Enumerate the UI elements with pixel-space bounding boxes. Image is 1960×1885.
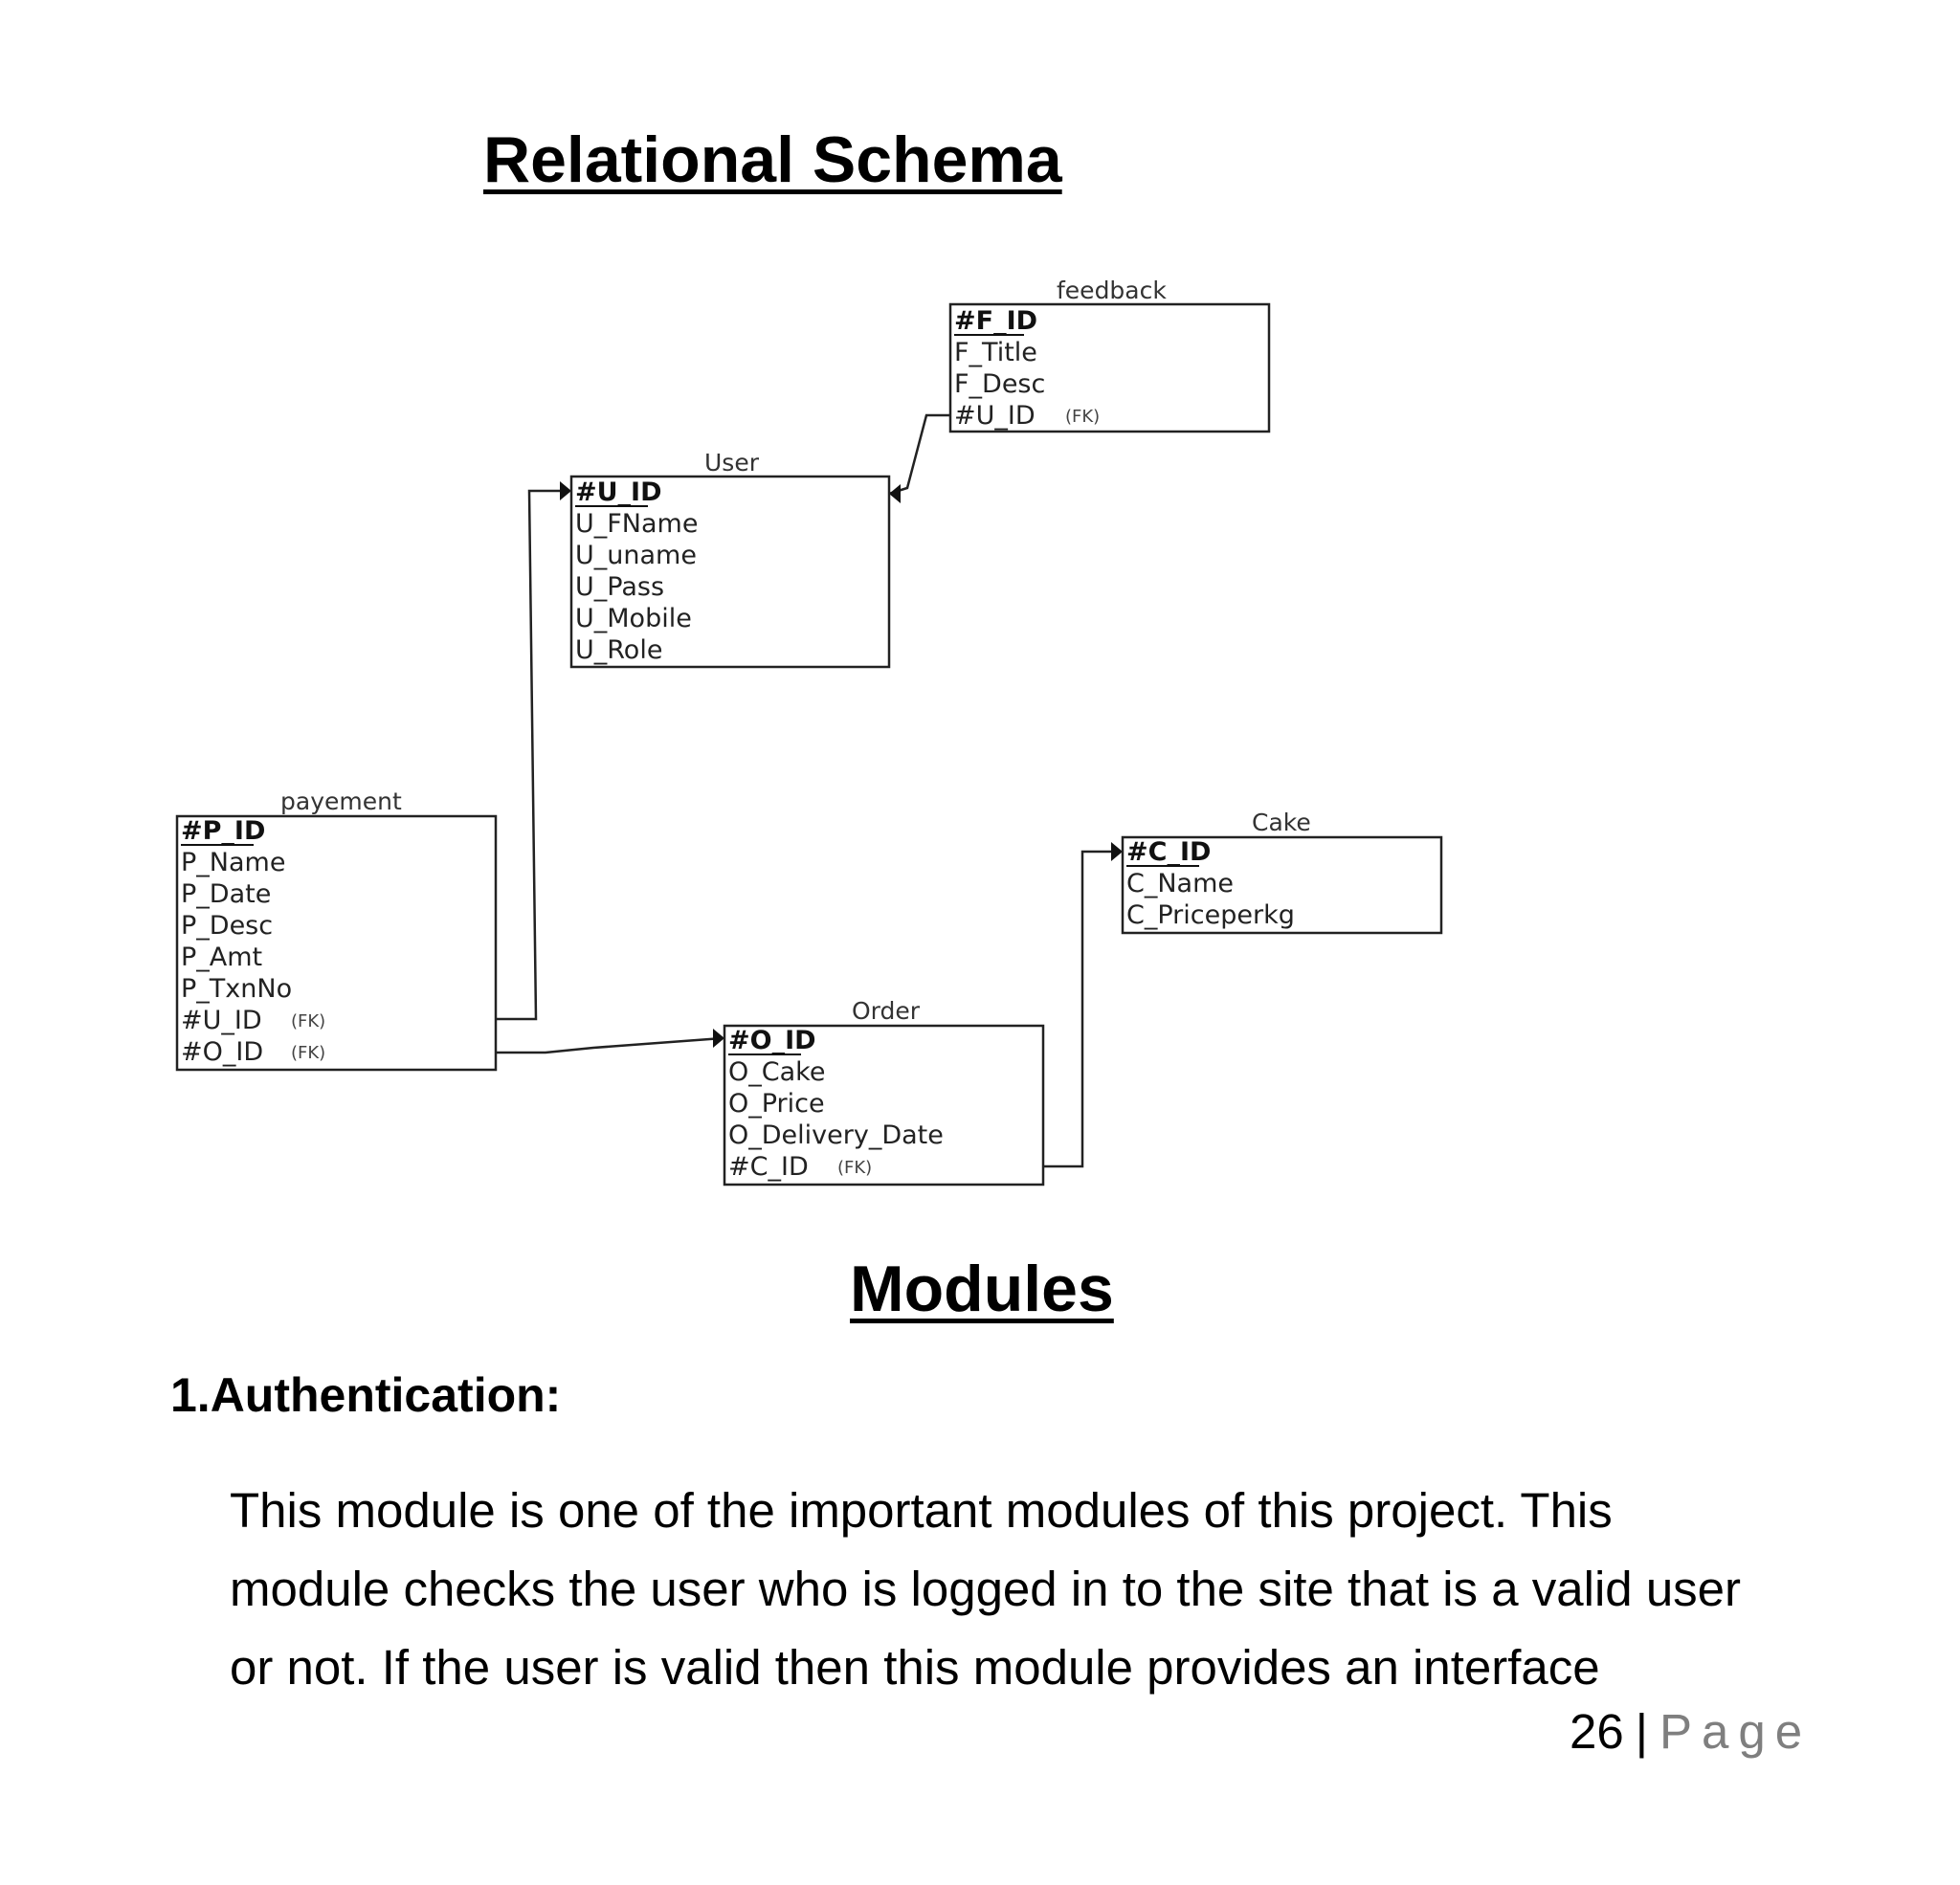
entity-cake-attr: C_Priceperkg (1126, 900, 1295, 930)
entity-payement-fk-tag: (FK) (291, 1043, 325, 1063)
entity-feedback-attr: #U_ID (954, 401, 1036, 431)
entity-user-attr: U_Mobile (575, 604, 692, 633)
entity-user-attr: U_Role (575, 635, 662, 665)
entity-payement-attr: P_Date (181, 879, 271, 909)
connector-payement-user (496, 489, 569, 1021)
connector-feedback-user (888, 413, 950, 496)
authentication-paragraph: This module is one of the important modu… (230, 1472, 1741, 1707)
entity-feedback-attr: F_Desc (954, 369, 1045, 399)
entity-payement-box (175, 814, 498, 1072)
entity-order-fk-tag: (FK) (837, 1158, 872, 1178)
entity-feedback-fk-tag: (FK) (1065, 407, 1100, 427)
entity-user-attr: U_FName (575, 509, 698, 539)
paragraph-line: This module is one of the important modu… (230, 1483, 1613, 1538)
paragraph-line: module checks the user who is logged in … (230, 1562, 1742, 1616)
entity-user-name: User (704, 449, 760, 477)
entity-user-attr: U_Pass (575, 572, 664, 602)
entity-payement-pk: #P_ID (181, 816, 265, 846)
connector-order-cake (1043, 850, 1121, 1168)
entity-order-attr: #C_ID (728, 1152, 809, 1182)
entity-user-attr: U_uname (575, 541, 697, 570)
arrow-payement-order (713, 1029, 724, 1048)
entity-feedback-attr: F_Title (954, 338, 1037, 367)
entity-user: User #U_ID U_FName U_uname U_Pass U_Mobi… (569, 449, 891, 669)
modules-heading: Modules (850, 1253, 1114, 1325)
entity-user-pk: #U_ID (575, 477, 662, 507)
entity-payement-name: payement (280, 787, 402, 815)
entity-cake-box (1121, 835, 1443, 935)
entity-cake-pk: #C_ID (1126, 837, 1211, 867)
page-number: 26 (1570, 1704, 1624, 1759)
authentication-heading: 1.Authentication: (170, 1368, 562, 1422)
entity-feedback-pk: #F_ID (954, 306, 1037, 336)
entity-order-attr: O_Cake (728, 1057, 825, 1087)
entity-payement-attr: #O_ID (181, 1037, 263, 1067)
entity-order-box (723, 1024, 1045, 1186)
paragraph-line: or not. If the user is valid then this m… (230, 1640, 1600, 1695)
arrow-feedback-user (889, 484, 901, 503)
relational-schema-heading: Relational Schema (483, 123, 1062, 196)
entity-payement: payement #P_ID P_Name P_Date P_Desc P_Am… (175, 787, 498, 1072)
entity-payement-attr: P_TxnNo (181, 974, 292, 1004)
entity-order-attr: O_Price (728, 1089, 825, 1119)
entity-cake-name: Cake (1252, 809, 1311, 836)
entity-payement-attr: P_Desc (181, 911, 273, 941)
entity-payement-attr: P_Name (181, 848, 285, 877)
entity-order-pk: #O_ID (728, 1026, 816, 1055)
connector-payement-order (496, 1036, 724, 1054)
entity-user-box (569, 475, 891, 669)
entity-cake-attr: C_Name (1126, 869, 1234, 898)
entity-order-name: Order (852, 997, 921, 1025)
page-footer: 26|Page (1570, 1707, 1812, 1756)
entity-payement-attr: #U_ID (181, 1006, 262, 1035)
entity-feedback-box (948, 302, 1271, 433)
arrow-order-cake (1111, 842, 1123, 861)
connectors (496, 413, 1123, 1168)
entity-payement-fk-tag: (FK) (291, 1011, 325, 1031)
entity-payement-attr: P_Amt (181, 942, 262, 972)
arrow-payement-user (560, 481, 571, 500)
entity-feedback: feedback #F_ID F_Title F_Desc #U_ID (FK) (948, 277, 1271, 433)
entity-order: Order #O_ID O_Cake O_Price O_Delivery_Da… (723, 997, 1045, 1186)
footer-separator: | (1635, 1704, 1648, 1759)
entity-cake: Cake #C_ID C_Name C_Priceperkg (1121, 809, 1443, 935)
entity-order-attr: O_Delivery_Date (728, 1120, 944, 1150)
entity-feedback-name: feedback (1057, 277, 1167, 304)
page-label: Page (1659, 1704, 1813, 1759)
relational-schema-diagram: feedback #F_ID F_Title F_Desc #U_ID (FK)… (175, 277, 1443, 1186)
